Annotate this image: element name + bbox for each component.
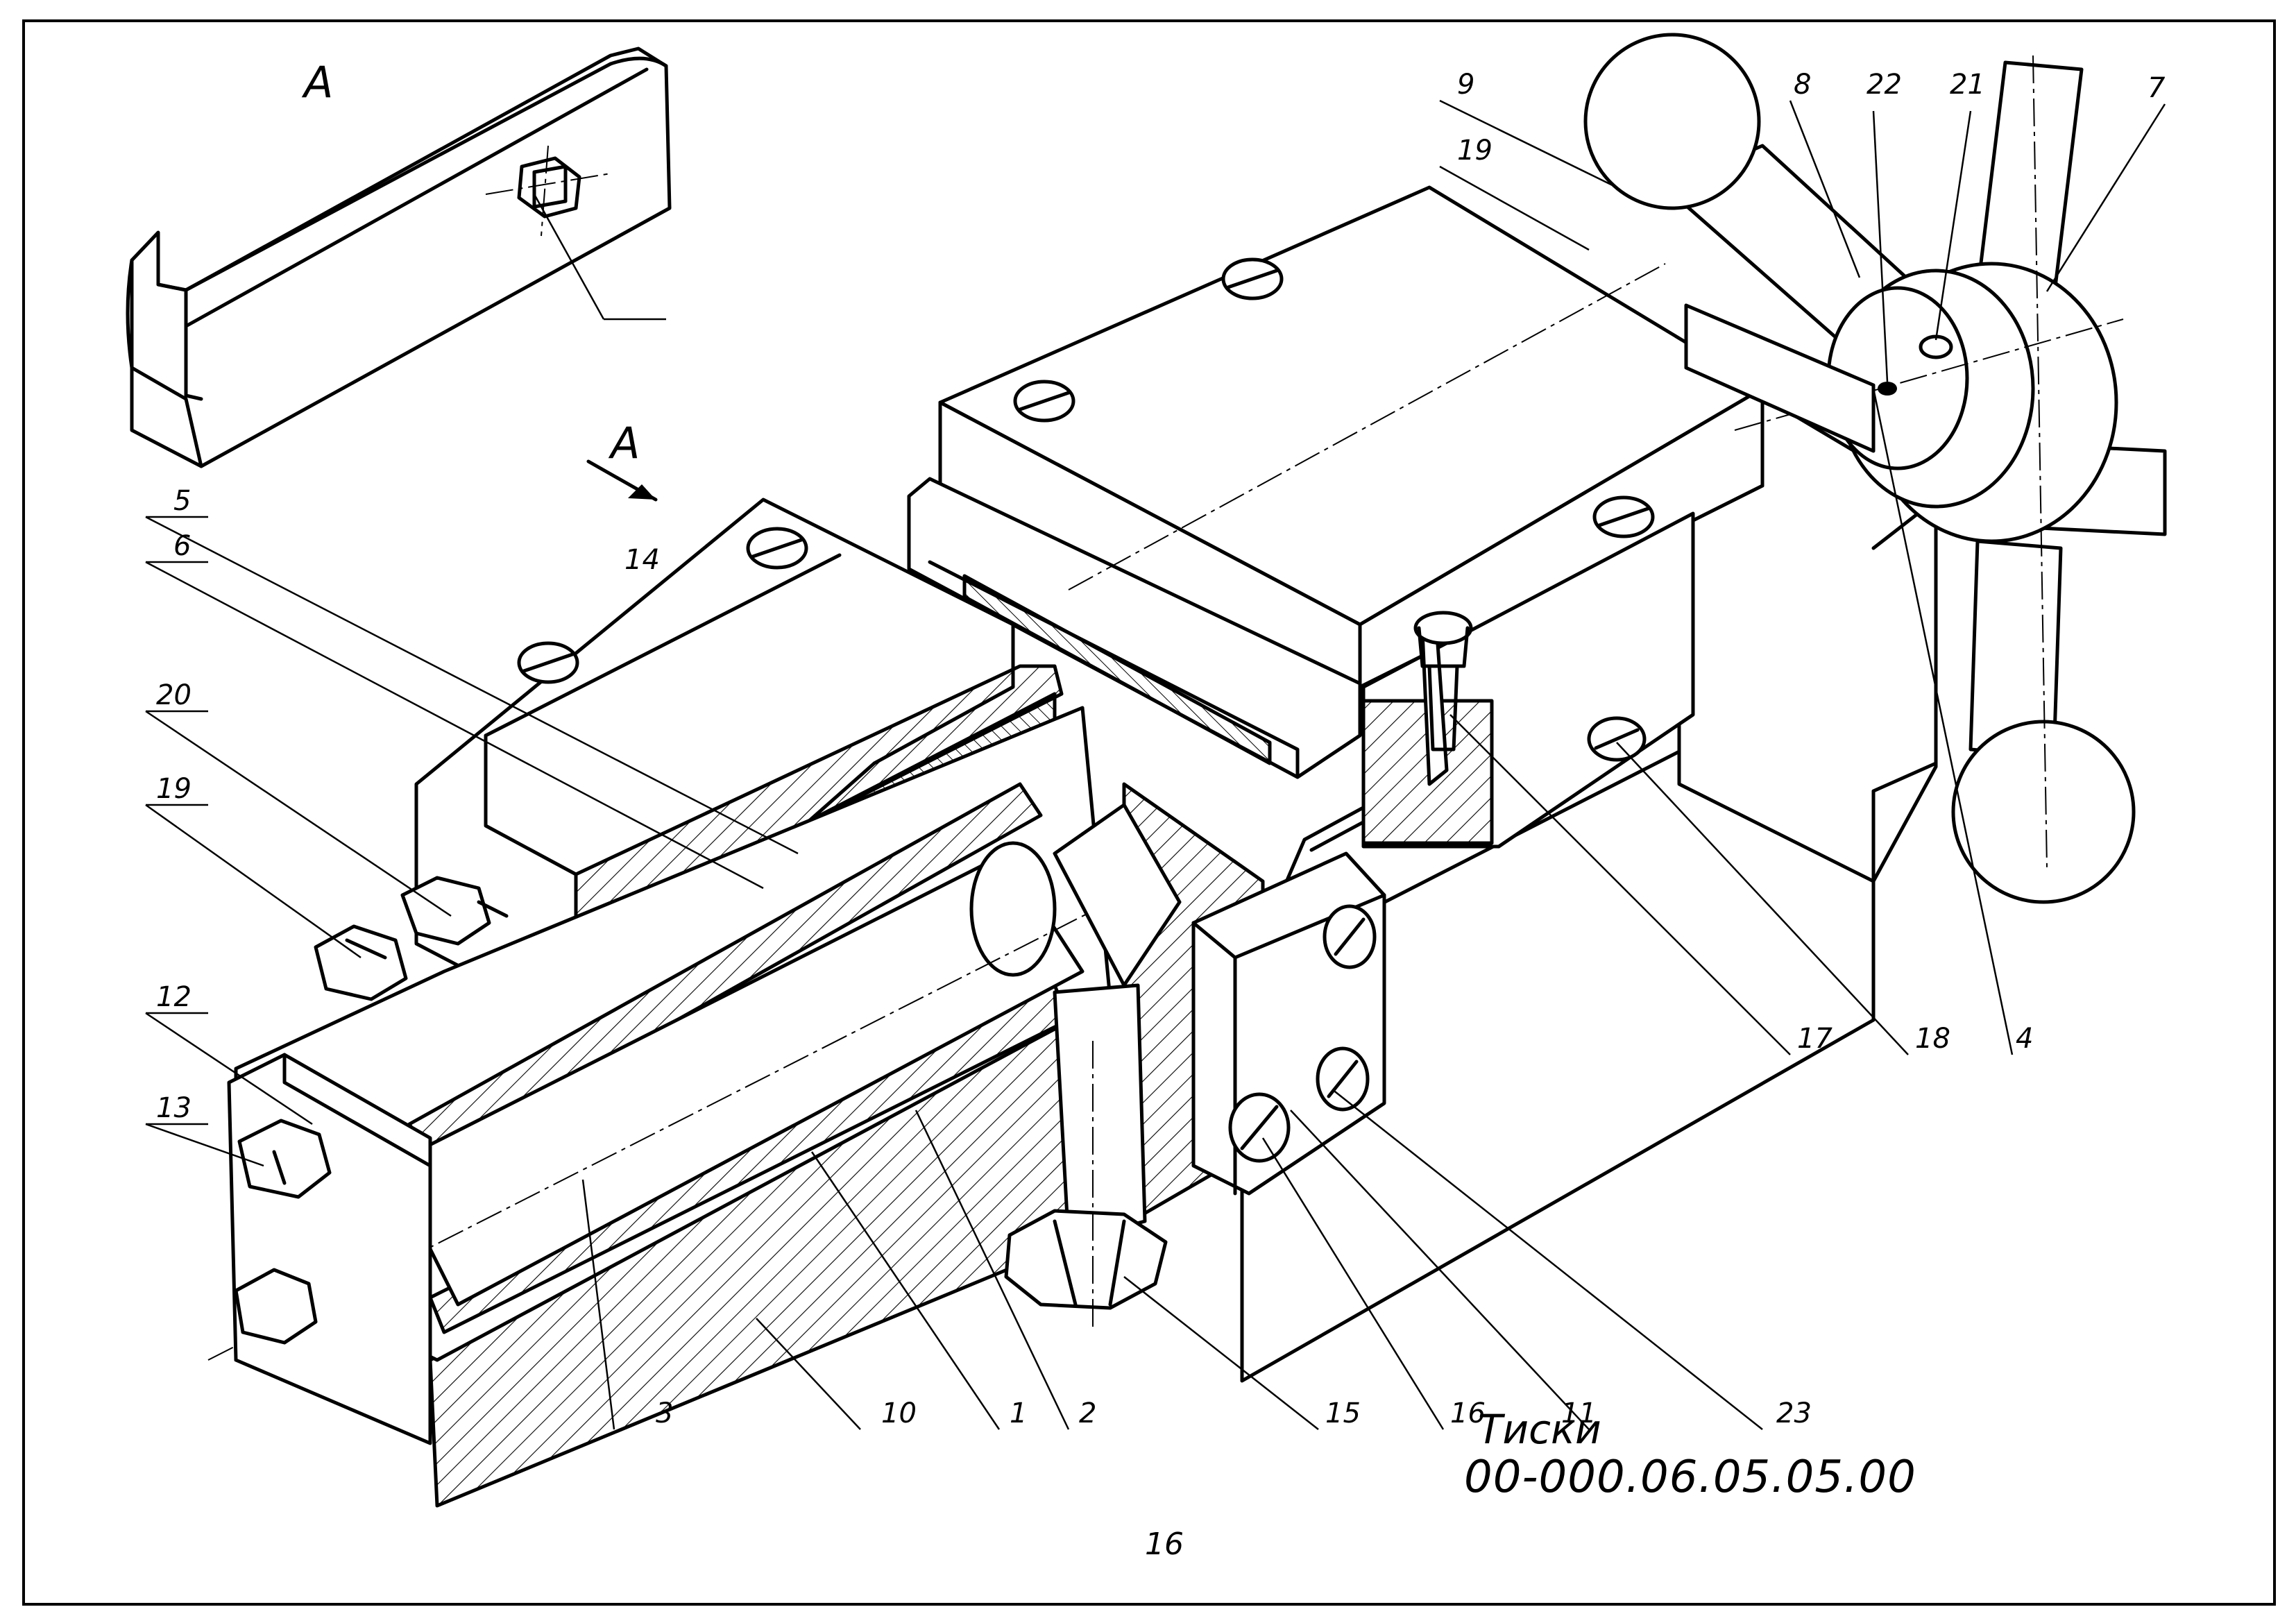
knob-ball [1951, 720, 2136, 904]
screw-18 [1587, 716, 1647, 762]
hex-bolt-20 [400, 876, 509, 946]
callout-14: 14 [624, 544, 660, 576]
knob-ball-9 [1583, 33, 1761, 210]
view-a-jaw-detail: А [126, 46, 672, 468]
callout-16: 16 [1450, 1397, 1486, 1429]
callout-7: 7 [2148, 72, 2166, 104]
pin-22 [1878, 382, 1897, 396]
leader-lines [145, 99, 2166, 1430]
lead-screw-section [207, 706, 1126, 1508]
callout-9: 9 [1457, 69, 1474, 101]
slot-screw [1221, 257, 1284, 300]
end-plate [1191, 851, 1386, 1196]
title-block: Тиски 00-000.06.05.05.00 [1464, 1406, 1916, 1503]
callout-6: 6 [173, 530, 191, 562]
screw-16 [1228, 1092, 1291, 1163]
callout-18: 18 [1915, 1023, 1950, 1055]
callout-11: 11 [1561, 1397, 1597, 1429]
slot-screw [1592, 495, 1655, 538]
callout-15: 15 [1325, 1397, 1361, 1429]
callout-2: 2 [1079, 1397, 1096, 1429]
hex-nut-15 [1004, 1209, 1168, 1310]
view-arrow-letter: А [608, 418, 640, 468]
callout-17: 17 [1797, 1023, 1832, 1055]
slot-screw [517, 641, 579, 684]
hex-bolt-13 [237, 1119, 332, 1199]
view-a-letter: А [301, 57, 333, 108]
screw [1323, 904, 1377, 969]
drawing-code: 00-000.06.05.05.00 [1464, 1452, 1916, 1503]
drawing-title: Тиски [1478, 1406, 1601, 1453]
callout-22: 22 [1866, 69, 1902, 101]
screw-23 [1316, 1046, 1370, 1112]
callout-12: 12 [156, 981, 192, 1013]
callout-labels: 5 6 20 19 12 13 14 3 10 1 2 15 16 11 23 … [156, 69, 2166, 1429]
callout-19-top: 19 [1457, 135, 1493, 167]
hex-bolt-14-detail [485, 145, 611, 237]
hex-bolt-19 [314, 924, 408, 1001]
callout-4: 4 [2016, 1023, 2033, 1055]
callout-23: 23 [1776, 1397, 1812, 1429]
handwheel [1583, 33, 2167, 904]
callout-21: 21 [1950, 69, 1985, 101]
pin-17 [1413, 611, 1473, 751]
callout-19: 19 [156, 773, 192, 805]
sheet-frame [22, 19, 2276, 1606]
view-arrow-a: А [586, 418, 658, 502]
callout-8: 8 [1794, 69, 1811, 101]
slot-screw [746, 527, 808, 570]
hex-bolt [234, 1268, 318, 1345]
page-number: 16 [1145, 1527, 1184, 1562]
fixed-jaw-block [907, 185, 1764, 849]
callout-5: 5 [173, 485, 191, 517]
callout-3: 3 [656, 1397, 673, 1429]
callout-1: 1 [1010, 1397, 1027, 1429]
callout-20: 20 [156, 679, 192, 711]
callout-10: 10 [881, 1397, 917, 1429]
slot-screw [1013, 380, 1075, 423]
callout-13: 13 [156, 1092, 192, 1124]
